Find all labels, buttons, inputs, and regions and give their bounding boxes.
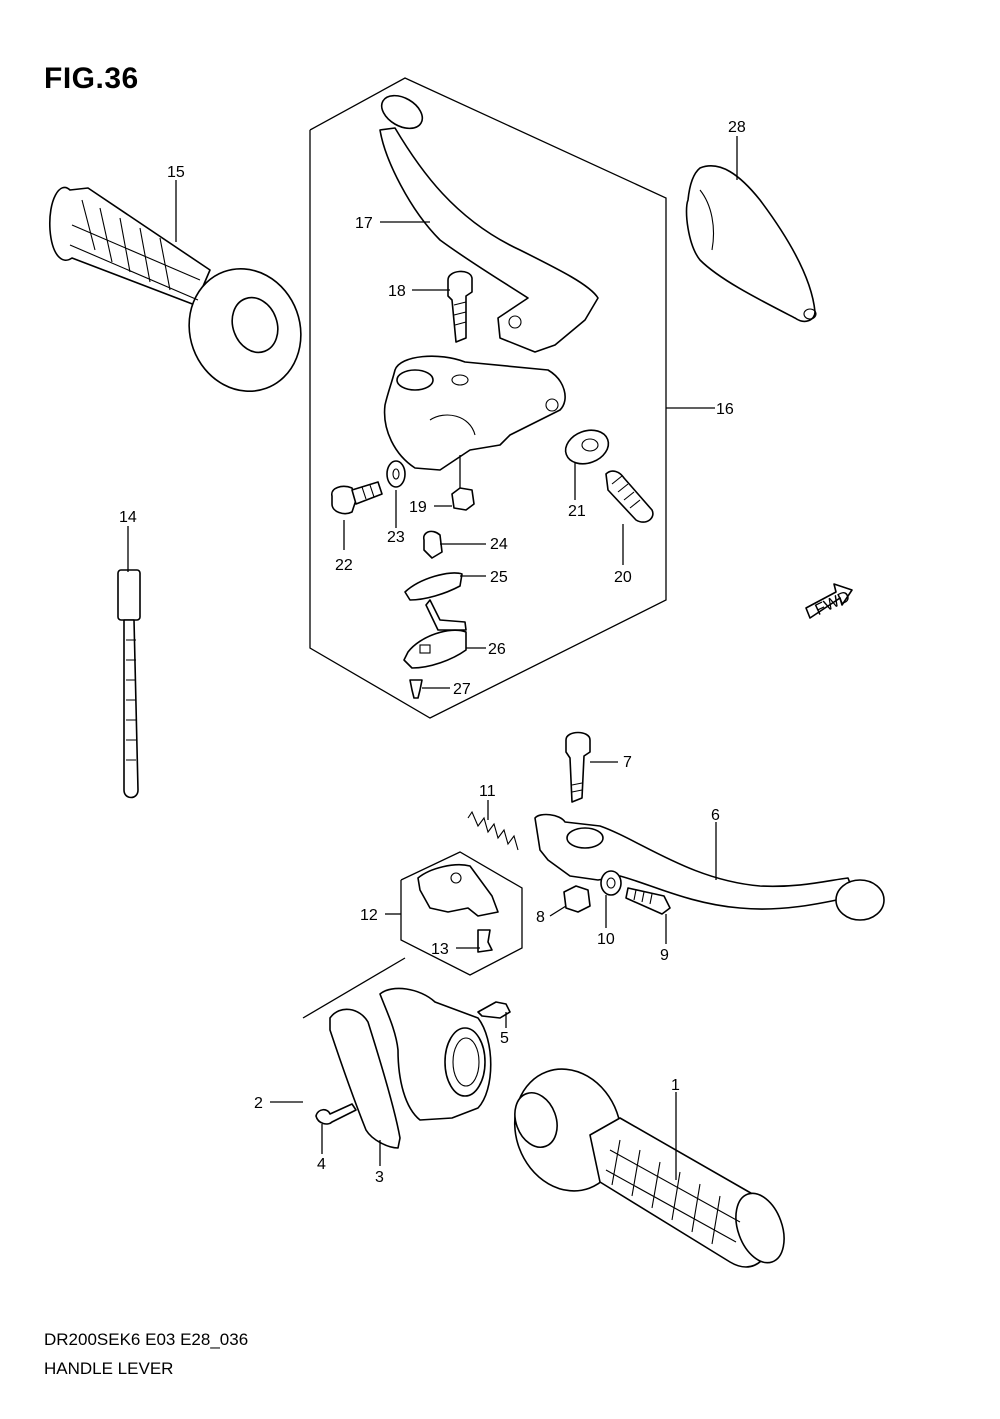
part-25-switch — [404, 572, 467, 631]
part-3-throttle-cover — [329, 1008, 401, 1149]
callout-27: 27 — [453, 681, 471, 698]
callout-26: 26 — [488, 641, 506, 658]
callout-7: 7 — [623, 754, 632, 771]
figure-title: FIG.36 — [44, 62, 139, 95]
fwd-label: FWD — [813, 588, 853, 619]
callout-4: 4 — [317, 1156, 326, 1173]
part-6-brake-lever — [534, 813, 885, 921]
diagram-code: DR200SEK6 E03 E28_036 — [44, 1330, 249, 1349]
assembly-frame-lower — [302, 957, 406, 1019]
callout-14: 14 — [119, 509, 137, 526]
callout-19: 19 — [409, 499, 427, 516]
part-5-screw — [477, 1001, 511, 1019]
part-19-nut — [451, 455, 475, 511]
part-22-bolt — [331, 481, 383, 515]
part-15-left-grip — [49, 186, 302, 393]
assembly-frame-12 — [400, 851, 523, 976]
part-10-spacer — [600, 870, 622, 896]
part-1-right-grip — [513, 1068, 785, 1268]
callout-21: 21 — [568, 503, 586, 520]
callout-17: 17 — [355, 215, 373, 232]
part-23-washer — [386, 460, 406, 488]
callout-23: 23 — [387, 529, 405, 546]
part-17-clutch-lever — [379, 94, 599, 353]
callout-6: 6 — [711, 807, 720, 824]
part-24-clip — [422, 530, 443, 559]
callout-13: 13 — [431, 941, 449, 958]
clutch-lever-holder — [383, 355, 566, 471]
callout-24: 24 — [490, 536, 508, 553]
callout-10: 10 — [597, 931, 615, 948]
callout-12: 12 — [360, 907, 378, 924]
assembly-frame-upper — [309, 77, 667, 719]
callout-1: 1 — [671, 1077, 680, 1094]
part-12-brake-switch — [417, 863, 499, 917]
part-7-lever-bolt — [565, 731, 591, 803]
part-27-screw — [409, 679, 423, 699]
callout-15: 15 — [167, 164, 185, 181]
callout-25: 25 — [490, 569, 508, 586]
callout-8: 8 — [536, 909, 545, 926]
part-8-nut — [563, 885, 591, 913]
part-20-adjuster-bolt — [605, 470, 654, 523]
part-26-switch-holder — [403, 629, 467, 669]
callout-18: 18 — [388, 283, 406, 300]
callout-28: 28 — [728, 119, 746, 136]
part-21-adjuster-nut — [564, 429, 610, 465]
part-11-spring — [467, 810, 519, 851]
callout-labels: 15 17 18 16 28 19 22 23 24 25 26 27 21 2… — [119, 119, 746, 1186]
callout-9: 9 — [660, 947, 669, 964]
throttle-housing — [379, 987, 492, 1121]
callout-22: 22 — [335, 557, 353, 574]
callout-16: 16 — [716, 401, 734, 418]
part-9-bolt — [625, 887, 671, 915]
part-4-screw — [315, 1103, 357, 1125]
callout-5: 5 — [500, 1030, 509, 1047]
leader-lines — [127, 136, 738, 1180]
fwd-arrow-icon: FWD — [805, 583, 853, 619]
part-18-pivot-bolt — [447, 270, 473, 343]
part-28-lever-cover — [685, 165, 817, 323]
part-13-screw — [477, 929, 493, 953]
callout-20: 20 — [614, 569, 632, 586]
callout-11: 11 — [479, 783, 496, 800]
callout-2: 2 — [254, 1095, 263, 1112]
diagram-name: HANDLE LEVER — [44, 1359, 174, 1378]
part-14-cable-tie — [117, 569, 141, 799]
callout-3: 3 — [375, 1169, 384, 1186]
